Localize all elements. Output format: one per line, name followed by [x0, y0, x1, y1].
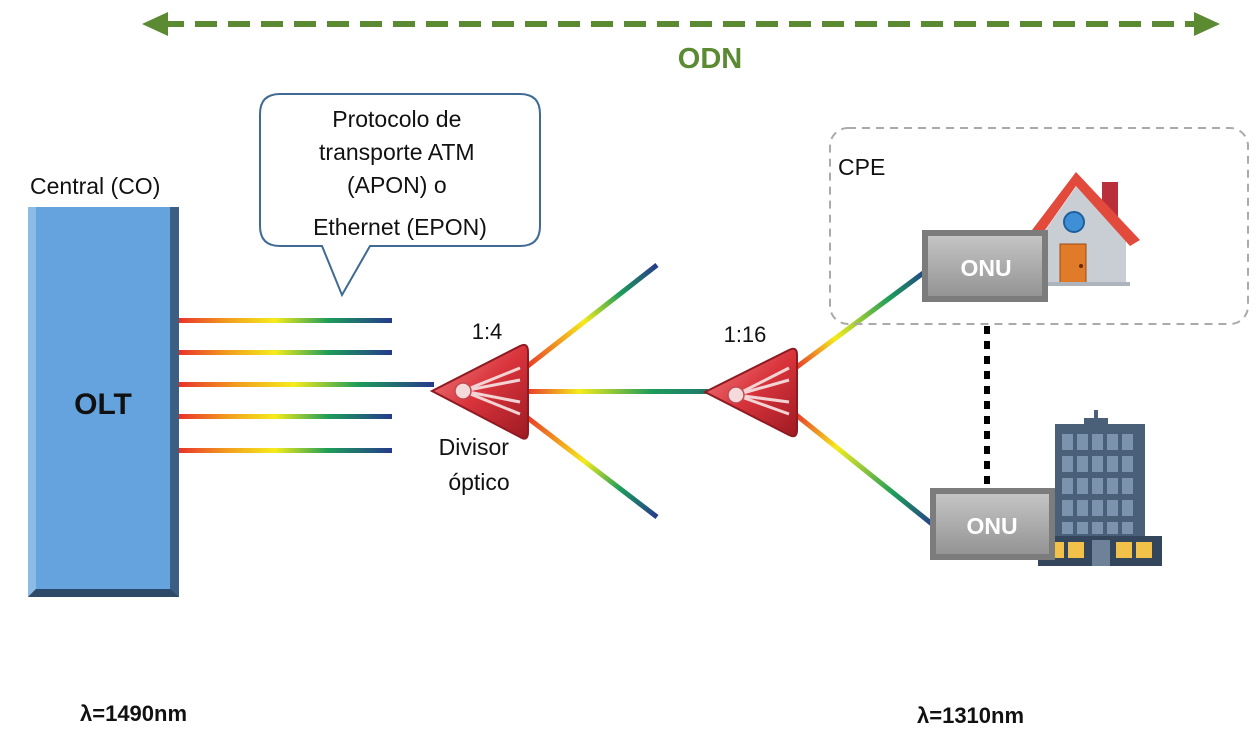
arrowhead-left-icon [142, 12, 168, 36]
optical-splitter-2 [702, 347, 798, 438]
central-label: Central (CO) [30, 173, 160, 199]
onu-top-label: ONU [960, 255, 1011, 281]
splitter2-fibers [788, 265, 939, 530]
onu-device-top [922, 230, 1048, 302]
olt-label: OLT [74, 388, 132, 421]
wavelength-downstream: λ=1490nm [80, 701, 187, 726]
odn-label: ODN [678, 43, 742, 75]
fiber-line [179, 414, 392, 419]
olt-fibers [179, 318, 434, 453]
fiber-line [179, 448, 392, 453]
splitter1-fibers [518, 263, 708, 519]
wavelength-upstream: λ=1310nm [917, 703, 1024, 728]
cpe-boundary [829, 127, 1249, 325]
splitter1-ratio: 1:4 [472, 319, 503, 344]
optical-splitter-1 [429, 343, 529, 440]
fiber-line [179, 318, 392, 323]
fiber-line [179, 382, 434, 387]
callout-line-2: transporte ATM [319, 139, 475, 165]
onu-device-bottom [930, 488, 1055, 560]
onu-bottom-label: ONU [966, 513, 1017, 539]
cpe-label: CPE [838, 154, 885, 180]
fiber-line [179, 350, 392, 355]
house-icon [1029, 172, 1140, 286]
svg-text:Protocolo de transporte AT: Protocolo de transporte ATM (APON) o Eth… [313, 106, 487, 240]
splitter1-caption-line-1: Divisor [439, 434, 510, 460]
splitter1-caption-line-2: óptico [448, 469, 509, 495]
splitter2-ratio: 1:16 [724, 322, 767, 347]
callout-line-4: Ethernet (EPON) [313, 214, 487, 240]
protocol-callout [259, 93, 541, 298]
arrowhead-right-icon [1194, 12, 1220, 36]
office-building-icon [1038, 410, 1162, 566]
odn-arrow [142, 12, 1220, 36]
olt-box [28, 207, 179, 597]
callout-line-3: (APON) o [347, 172, 447, 198]
svg-text:Divisor óptico: Divisor óptico [439, 434, 516, 495]
callout-line-1: Protocolo de [332, 106, 461, 132]
